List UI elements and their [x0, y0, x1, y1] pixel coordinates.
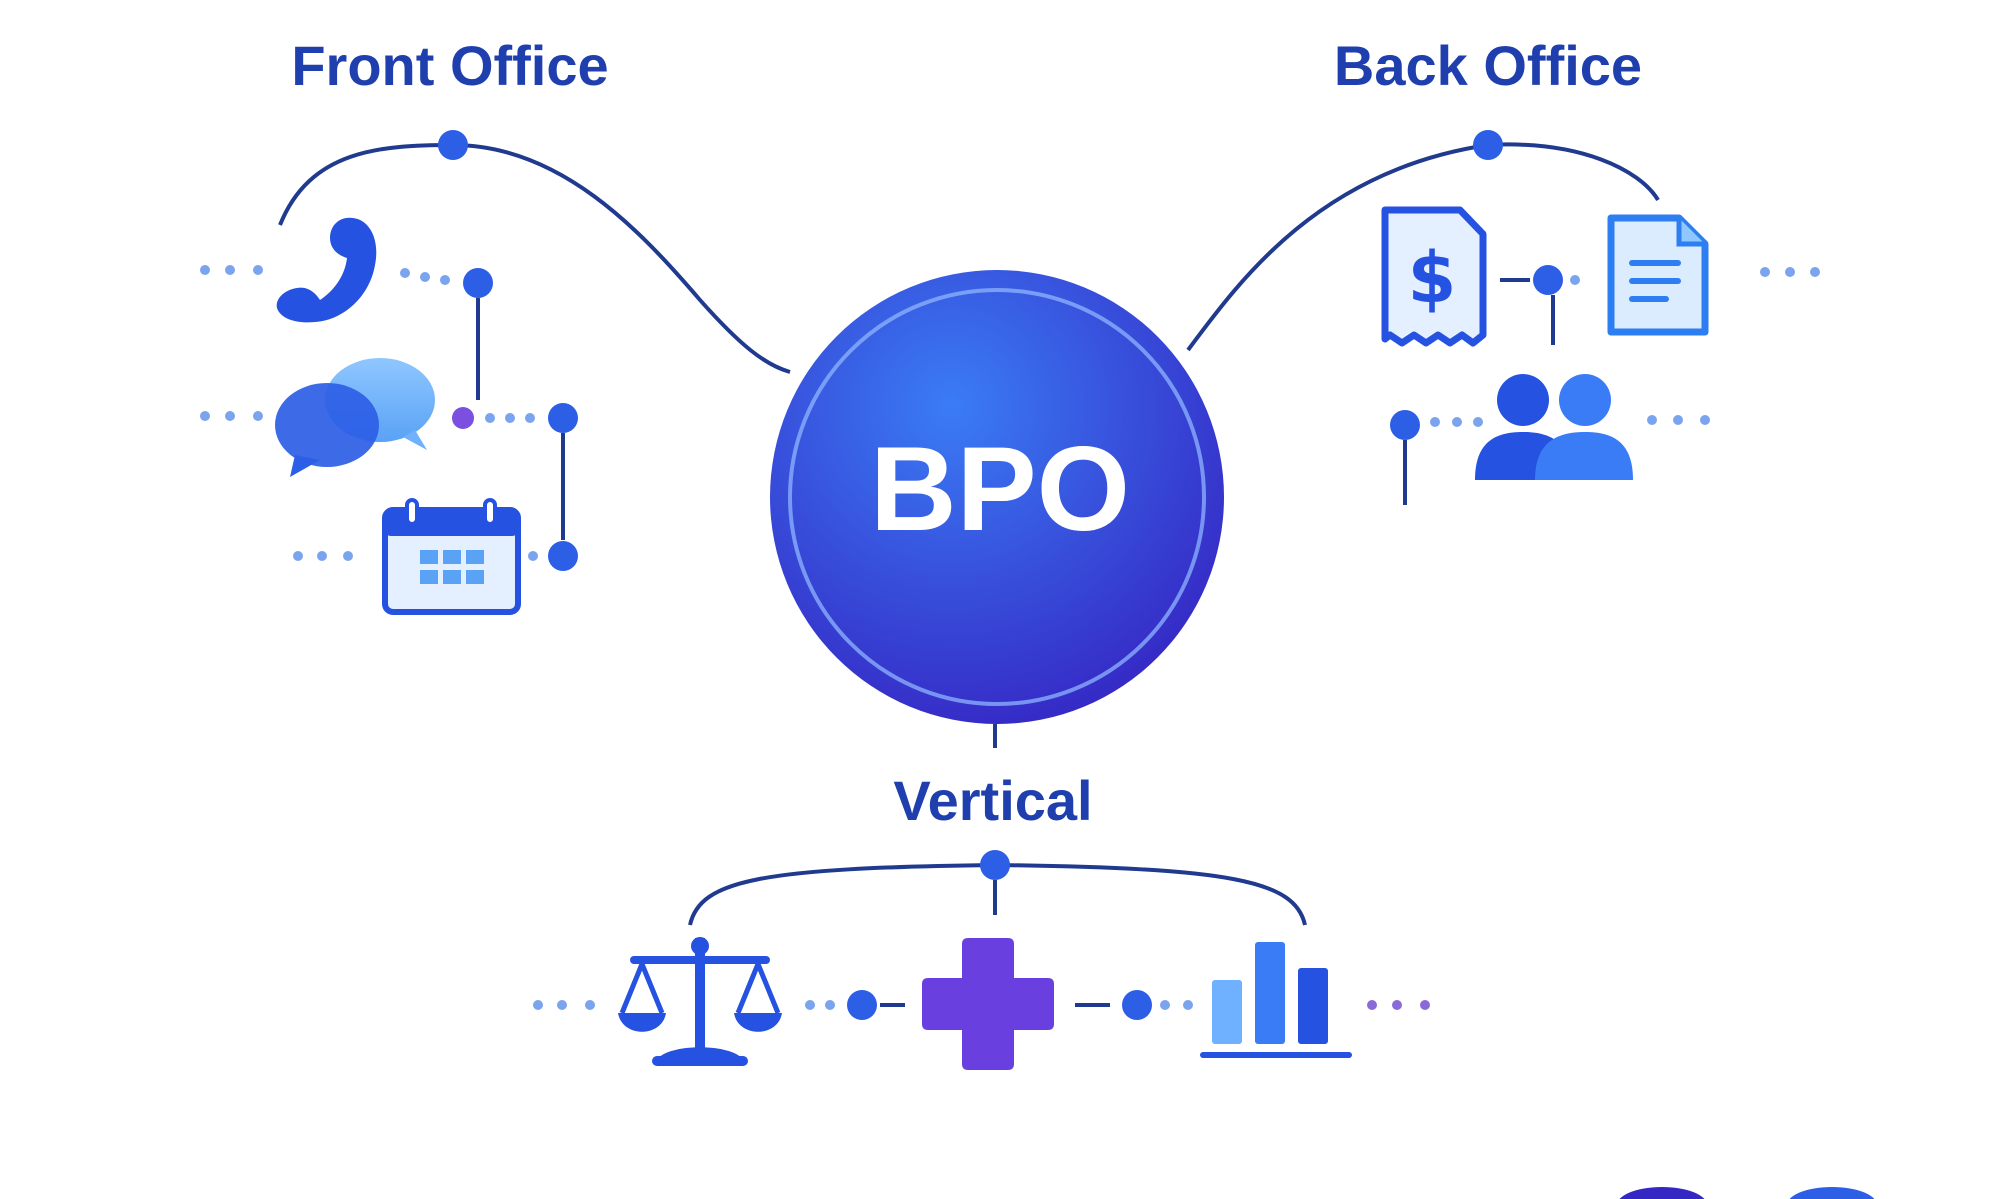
invoice-dollar-icon: $ [1381, 206, 1487, 347]
calendar-row [293, 498, 578, 615]
vertical-icons-row [533, 937, 1430, 1070]
invoice-document-row: $ [1381, 206, 1820, 347]
chat-row [200, 358, 578, 540]
chat-bubbles-icon [275, 358, 435, 477]
back-office-title: Back Office [1334, 34, 1642, 97]
calendar-icon [382, 498, 521, 615]
legal-node [847, 990, 877, 1020]
people-icon [1475, 374, 1633, 480]
center-node: BPO [770, 270, 1224, 748]
medical-cross-icon [922, 938, 1054, 1070]
back-office-branch: Back Office $ [1186, 34, 1820, 505]
calendar-node [548, 541, 578, 571]
vertical-title: Vertical [893, 769, 1092, 832]
medical-node [1122, 990, 1152, 1020]
vertical-branch: Vertical [533, 769, 1430, 1070]
vertical-node [980, 850, 1010, 880]
front-office-connector [278, 142, 791, 374]
svg-text:$: $ [1408, 237, 1457, 319]
back-office-connector [1186, 142, 1660, 352]
front-office-branch: Front Office [200, 34, 791, 615]
phone-node [463, 268, 493, 298]
document-icon [1607, 214, 1709, 336]
front-office-title: Front Office [291, 34, 608, 97]
center-label: BPO [870, 422, 1130, 556]
chat-node-purple [452, 407, 474, 429]
phone-icon [276, 217, 377, 323]
bar-chart-icon [1200, 942, 1352, 1058]
front-office-node [438, 130, 468, 160]
people-row [1390, 374, 1710, 505]
back-office-node [1473, 130, 1503, 160]
chat-node [548, 403, 578, 433]
people-node [1390, 410, 1420, 440]
legal-scale-icon [618, 937, 782, 1066]
bottom-edge-decoration [1619, 1187, 1875, 1199]
phone-row [200, 217, 493, 400]
invoice-node [1533, 265, 1563, 295]
